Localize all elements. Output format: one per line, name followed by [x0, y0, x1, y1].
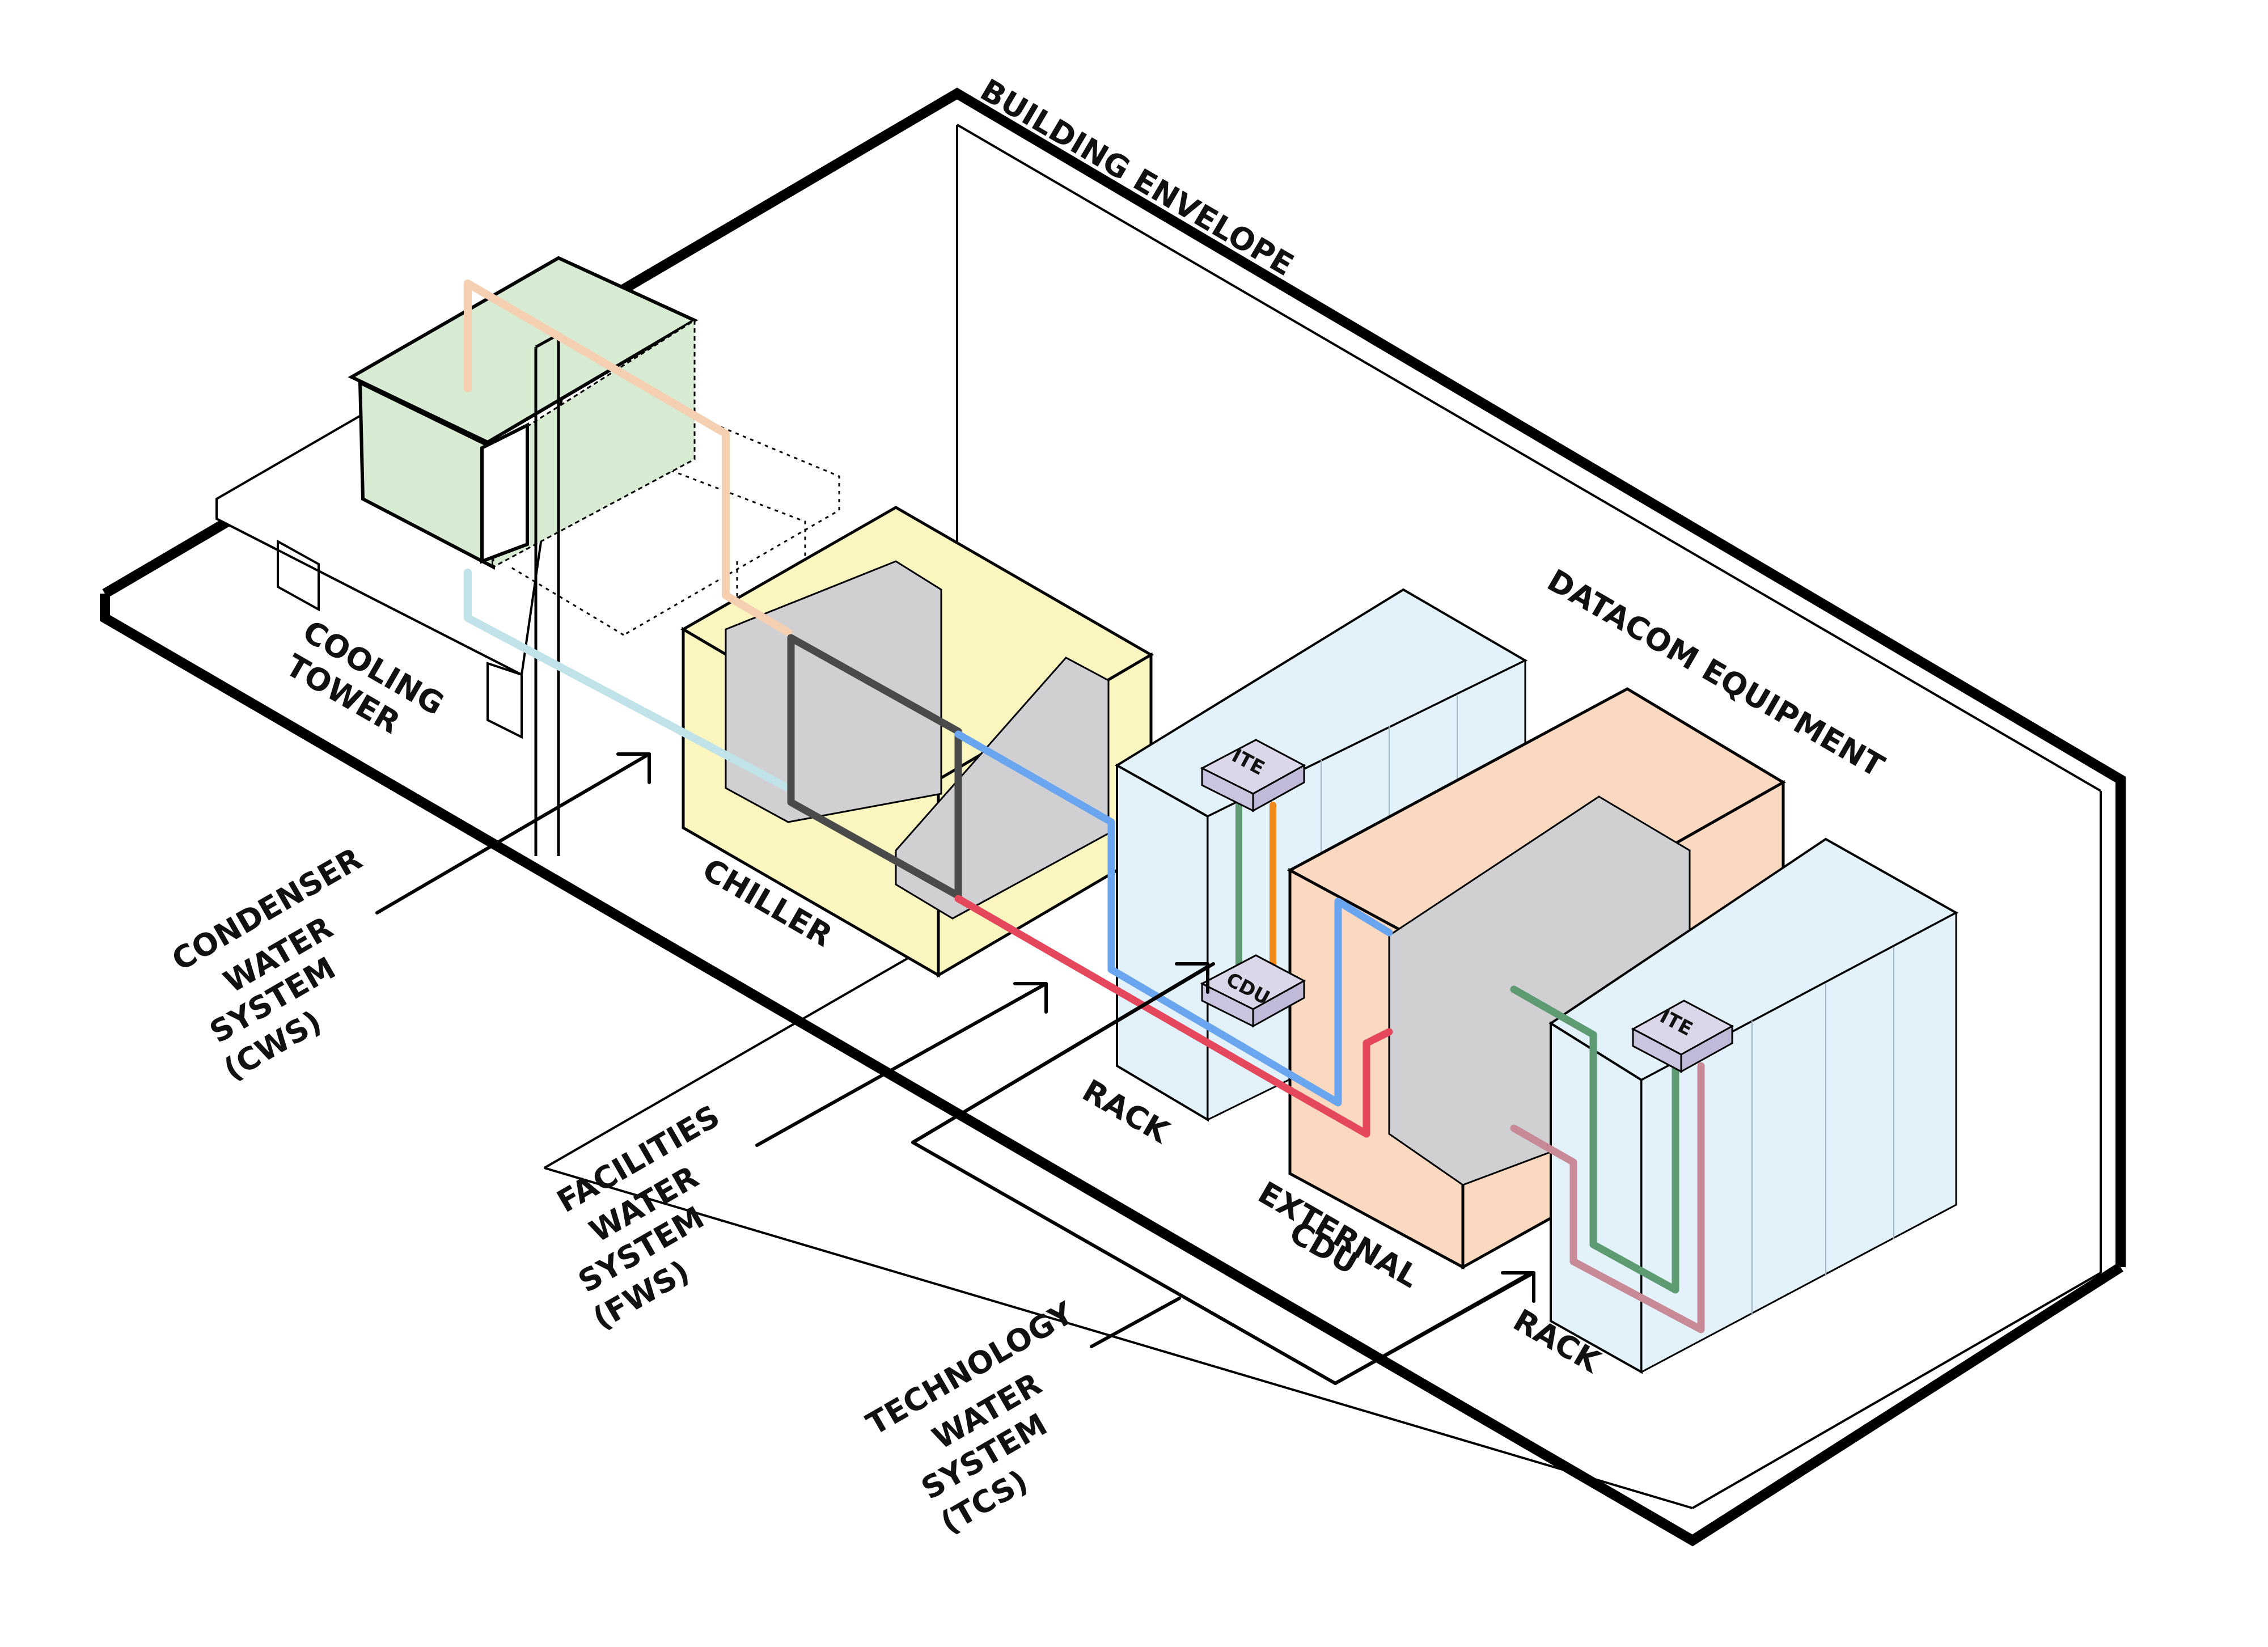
pipe-condenser-supply [464, 280, 792, 636]
tcs-leader-b [1334, 1271, 1535, 1385]
fws-label: FACILITIES WATER SYSTEM (FWS) [551, 1098, 726, 1337]
tcs-leader-a [911, 965, 1209, 1144]
pipe-tech-rack2-pink [1510, 1062, 1705, 1333]
rack-1-front [1116, 763, 1209, 1122]
rack-2-dividers [1751, 947, 1894, 1315]
pipes [464, 280, 1705, 1333]
cws-label: CONDENSER WATER SYSTEM (CWS) [166, 841, 368, 1087]
cooling-tower-louver [480, 422, 529, 564]
cws-arrowhead [616, 752, 651, 784]
tcs-arrowhead-a [1175, 962, 1209, 994]
pipe-tech-rack2-green [1510, 985, 1679, 1294]
pipe-condenser-return [464, 569, 792, 792]
ite-box-2 [1631, 1000, 1734, 1073]
envelope-inner-floor-front [544, 1167, 1693, 1509]
envelope-inner-floor-back [544, 929, 958, 1169]
envelope-inner-top [956, 124, 2102, 792]
envelope-inner-floor-right [1692, 1272, 2101, 1509]
cooling-tower-ghost [510, 362, 840, 636]
fws-arrowhead [1013, 982, 1048, 1014]
platform-leg-right [486, 662, 523, 739]
tcs-leader [1090, 1297, 1181, 1348]
leaders [375, 752, 1535, 1385]
tcs-label: TECHNOLOGY WATER SYSTEM (TCS) [860, 1295, 1080, 1541]
cws-leader [375, 752, 651, 914]
pipe-facilities-return [954, 895, 1393, 1138]
cdu-box [1200, 954, 1306, 1028]
platform-leg-left [277, 539, 320, 612]
ite-box-1 [1200, 739, 1306, 812]
tcs-arrowhead-b [1501, 1271, 1535, 1303]
envelope-front-edge [100, 594, 2123, 1547]
fws-leader [755, 982, 1048, 1147]
platform-rail [216, 518, 522, 676]
pipe-facilities-supply [954, 730, 1393, 1107]
